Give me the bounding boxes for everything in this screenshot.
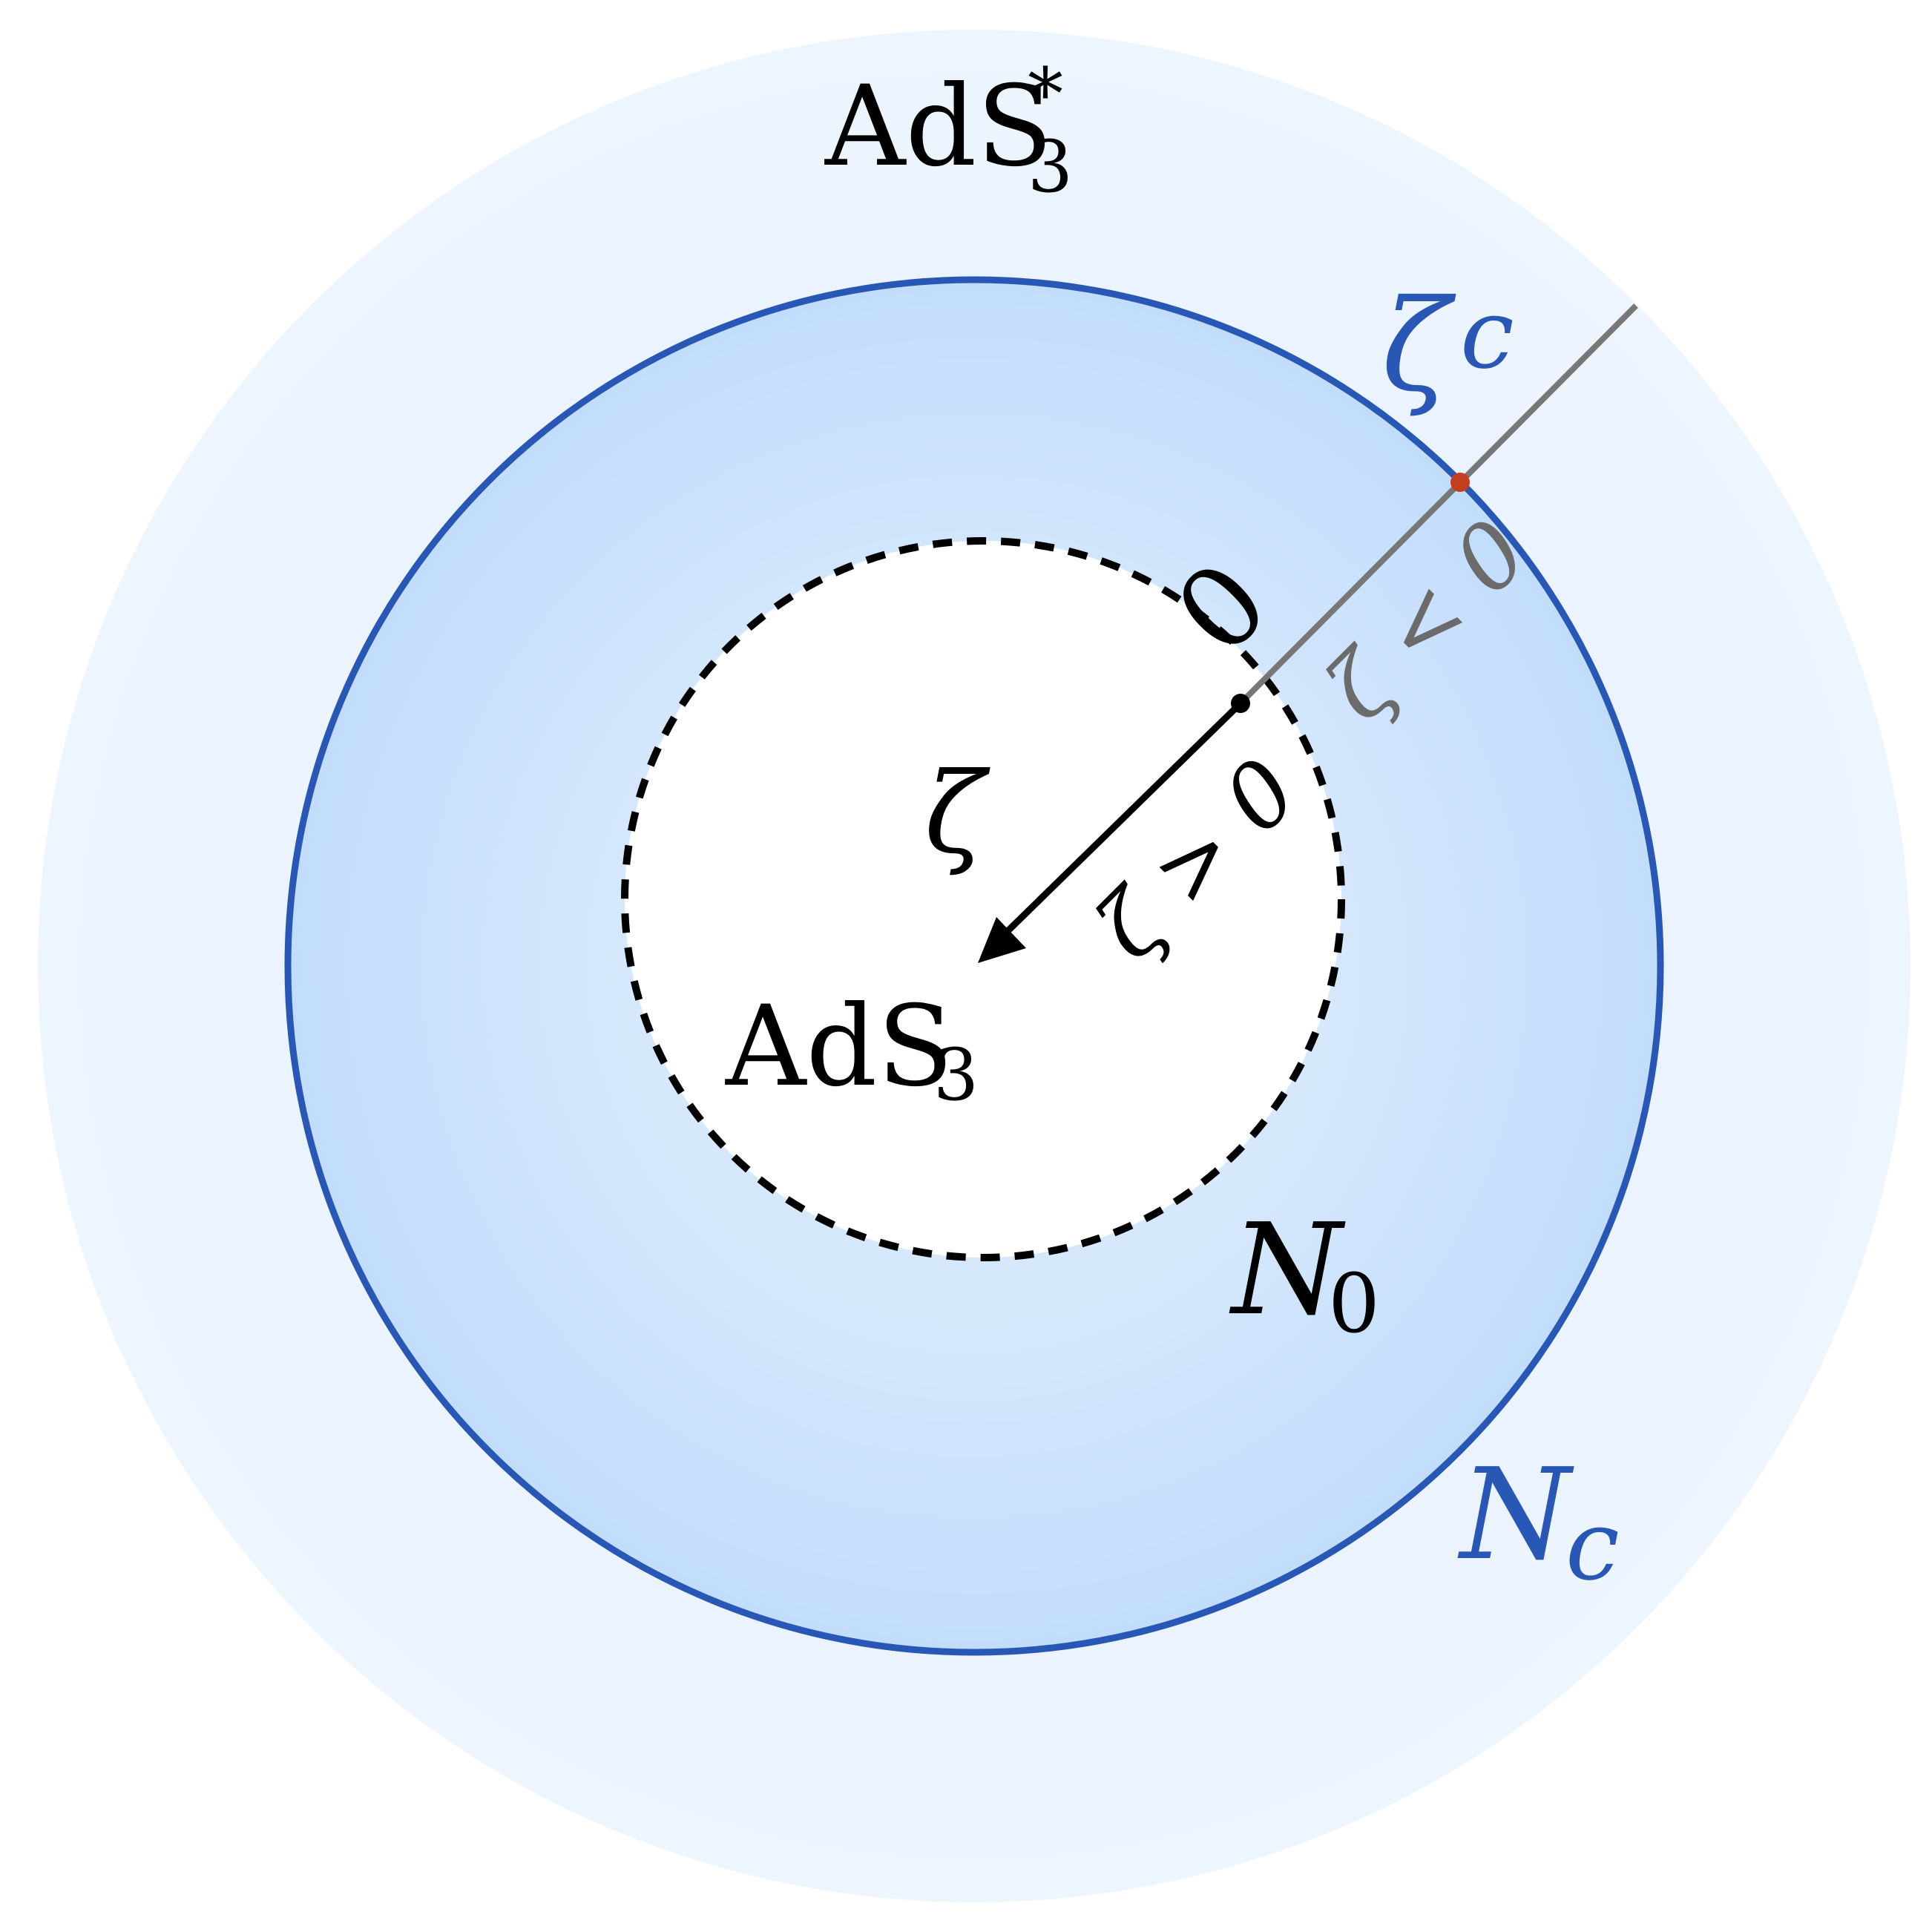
nc-sub: c — [1565, 1489, 1620, 1602]
zeta-c-sub: c — [1460, 277, 1514, 390]
outer-region-text: AdS — [824, 62, 1053, 191]
zeta-ray — [1238, 303, 1638, 706]
zeta-label: ζ — [924, 749, 990, 878]
inward-arrow-shaft — [1001, 700, 1243, 938]
cutoff-boundary-circle — [284, 276, 1664, 1656]
outer-region-label: AdS — [824, 62, 1053, 191]
inward-arrowhead — [978, 917, 1026, 963]
inner-disk — [625, 541, 1341, 1258]
inner-region-label: AdS — [725, 982, 953, 1111]
inner-region-sub: 3 — [933, 1034, 979, 1117]
n0-sub: 0 — [1328, 1256, 1380, 1351]
n0-label: N — [1229, 1197, 1346, 1344]
n0-point — [1231, 694, 1250, 713]
n0-dashed-circle — [621, 537, 1345, 1261]
zeta-c-label: ζ — [1381, 273, 1456, 420]
outer-region-sub: 3 — [1028, 125, 1073, 208]
nc-label: N — [1457, 1442, 1574, 1588]
nc-point — [1450, 473, 1470, 492]
outer-region-sup: * — [1028, 53, 1063, 136]
